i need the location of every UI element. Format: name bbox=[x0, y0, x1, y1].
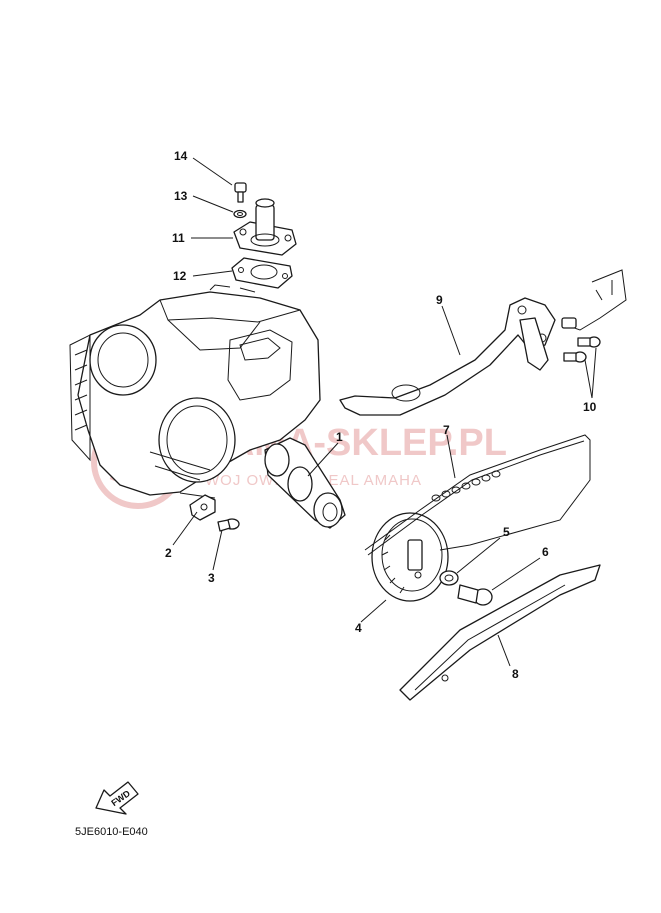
washer-13 bbox=[233, 209, 247, 219]
leader-lines bbox=[172, 157, 597, 667]
mount-bracket bbox=[561, 269, 627, 331]
cam-chain-tensioner bbox=[233, 198, 297, 256]
callout-6: 6 bbox=[542, 545, 549, 559]
cam-chain-tensioner-gasket bbox=[231, 257, 293, 289]
washer-5 bbox=[439, 570, 459, 586]
callout-14: 14 bbox=[174, 149, 188, 163]
callout-4: 4 bbox=[355, 621, 362, 635]
bolt-3 bbox=[217, 518, 240, 532]
chain-links bbox=[431, 470, 501, 502]
callout-3: 3 bbox=[208, 571, 215, 585]
callout-12: 12 bbox=[173, 269, 187, 283]
callout-5: 5 bbox=[503, 525, 510, 539]
diagram-code: 5JE6010-E040 bbox=[75, 826, 148, 838]
camshaft bbox=[264, 437, 346, 529]
bolt-14 bbox=[234, 182, 247, 203]
callout-8: 8 bbox=[512, 667, 519, 681]
callout-1: 1 bbox=[336, 430, 343, 444]
tensioner-arm bbox=[339, 297, 556, 416]
callout-11: 11 bbox=[172, 231, 185, 245]
cam-chain bbox=[364, 434, 591, 556]
chain-guide bbox=[399, 564, 601, 701]
callout-9: 9 bbox=[436, 293, 443, 307]
callout-10: 10 bbox=[583, 400, 597, 414]
callouts: 14 13 11 12 9 1 7 10 5 6 2 3 4 8 bbox=[165, 149, 597, 681]
callout-13: 13 bbox=[174, 189, 188, 203]
cylinder-head bbox=[69, 284, 321, 499]
bolts-10 bbox=[563, 336, 601, 363]
callout-2: 2 bbox=[165, 546, 172, 560]
callout-7: 7 bbox=[443, 423, 450, 437]
cam-sprocket bbox=[371, 512, 449, 602]
forward-arrow-icon: FWD bbox=[95, 781, 139, 815]
bolt-6 bbox=[457, 584, 493, 606]
